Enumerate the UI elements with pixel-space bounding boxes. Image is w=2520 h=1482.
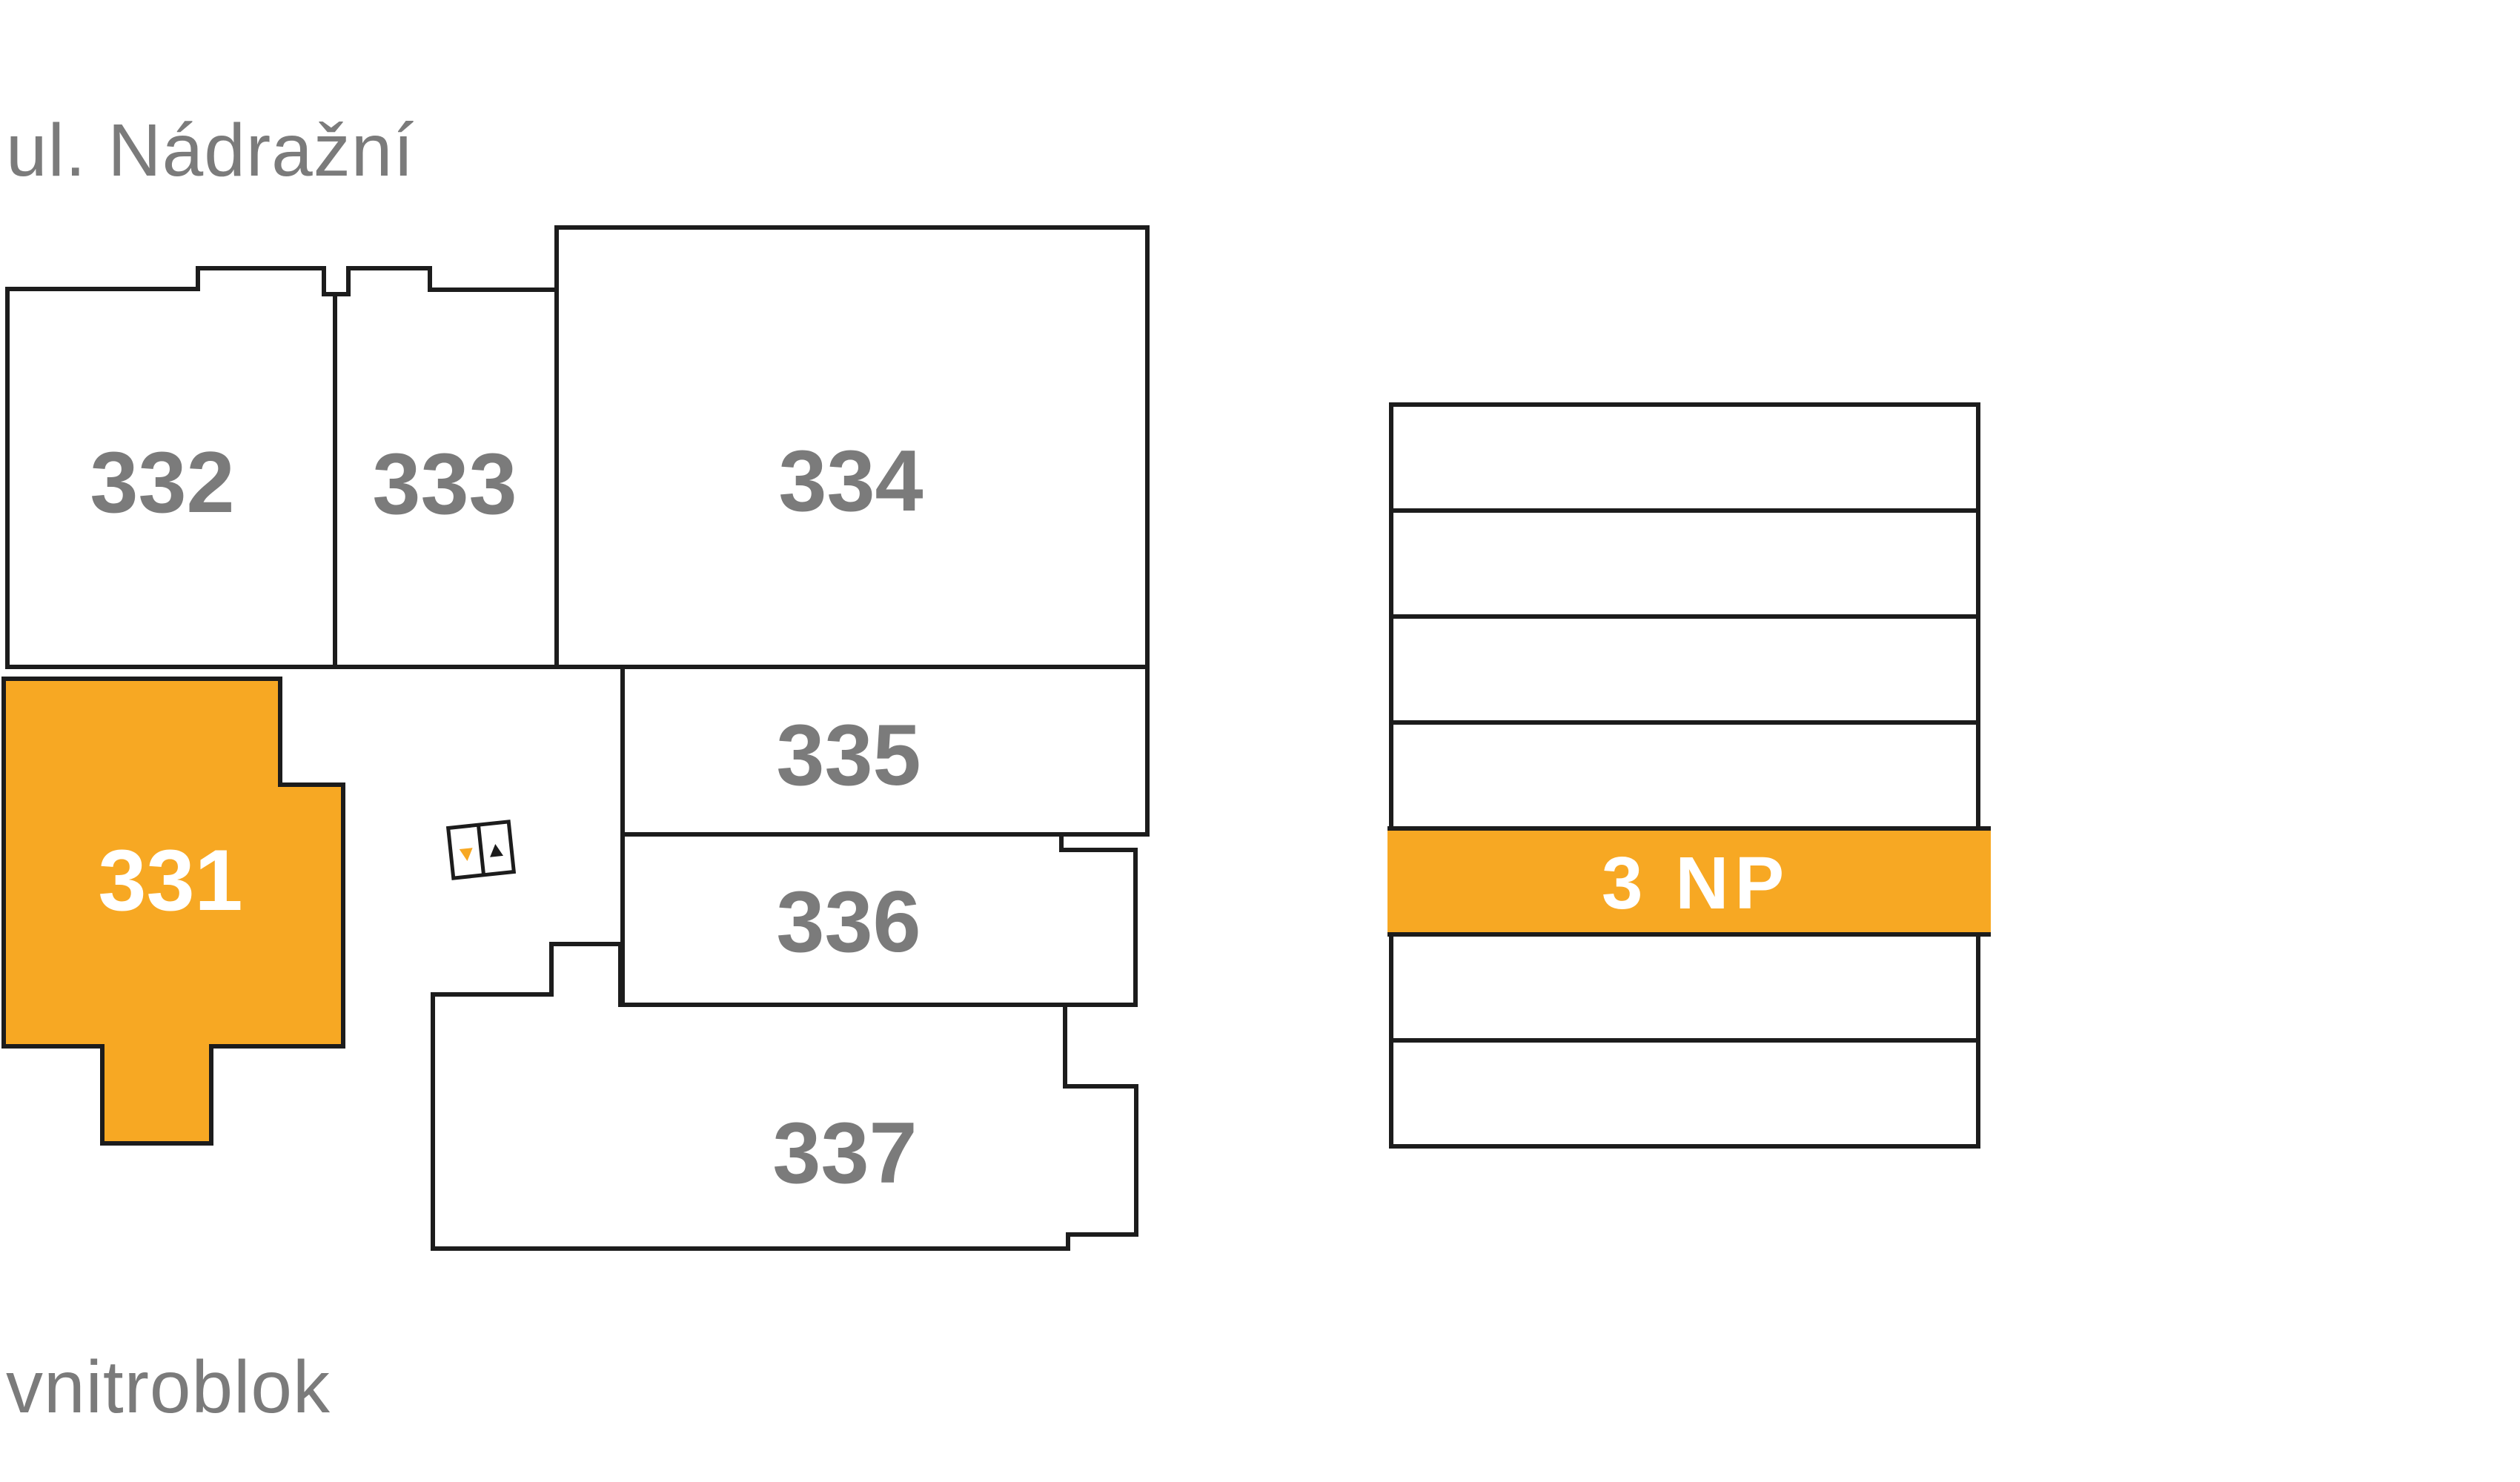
floor-stack: 3 NP — [1387, 402, 1991, 1149]
floor-stack-row-4[interactable] — [1389, 720, 1980, 831]
courtyard-label-bottom: vnitroblok — [6, 1346, 331, 1429]
building-floor-plan: 331 332 333 334 335 336 337 — [1, 225, 1150, 1251]
elevator-down-arrow-icon — [459, 848, 473, 862]
floor-stack-row-1[interactable] — [1389, 402, 1980, 513]
elevator-up-arrow-icon — [490, 843, 503, 857]
floor-stack-row-6[interactable] — [1389, 932, 1980, 1043]
unit-335-label: 335 — [776, 706, 921, 803]
unit-337-label: 337 — [772, 1104, 917, 1201]
floor-stack-highlight-band[interactable] — [1387, 831, 1991, 932]
unit-331-label: 331 — [98, 831, 242, 928]
floor-stack-highlight-borders — [1387, 826, 1991, 937]
floor-stack-highlight[interactable]: 3 NP — [1387, 826, 1991, 937]
street-label-top: ul. Nádražní — [6, 109, 414, 192]
unit-337-shape[interactable] — [431, 942, 1138, 1251]
unit-335-shape[interactable] — [620, 665, 1150, 837]
floor-stack-highlight-label: 3 NP — [1602, 842, 1790, 925]
floor-stack-row-2[interactable] — [1389, 508, 1980, 619]
unit-333-label: 333 — [372, 435, 517, 532]
floor-stack-row-7[interactable] — [1389, 1038, 1980, 1149]
elevator-door-divider — [476, 824, 486, 876]
unit-334-label: 334 — [778, 432, 923, 529]
unit-334-shape[interactable] — [554, 225, 1150, 669]
floor-stack-row-3[interactable] — [1389, 614, 1980, 725]
unit-333-shape[interactable] — [333, 266, 559, 669]
site-labels: ul. Nádražní vnitroblok — [6, 109, 414, 1429]
unit-332-label: 332 — [90, 433, 234, 531]
unit-336-label: 336 — [776, 873, 921, 970]
unit-331-shape-highlighted[interactable] — [1, 677, 345, 1146]
elevator-doors-icon — [445, 820, 517, 880]
unit-332-shape[interactable] — [5, 266, 337, 669]
